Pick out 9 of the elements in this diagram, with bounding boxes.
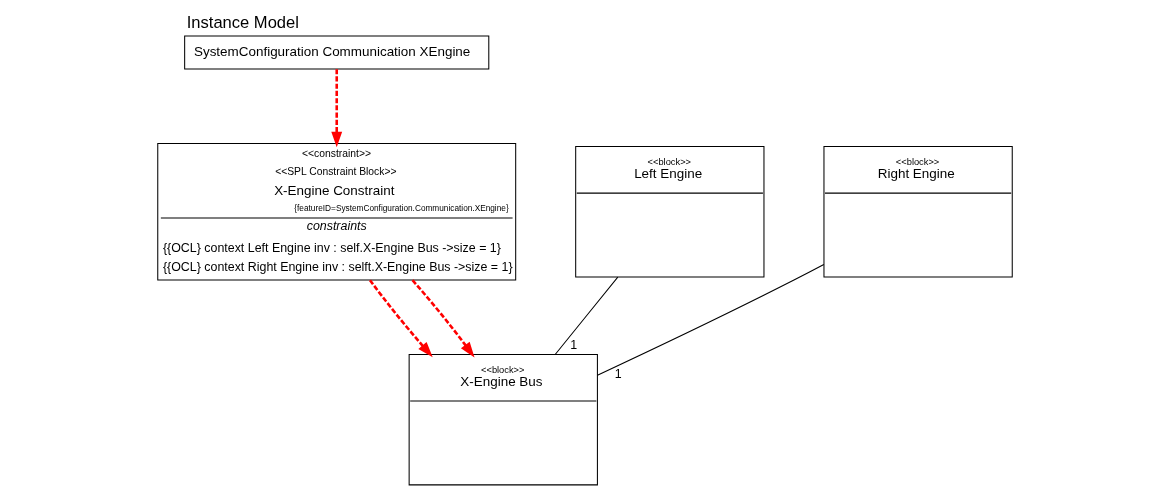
- edge-label: 1: [614, 366, 622, 381]
- node-box: SystemConfiguration Communication XEngine: [184, 34, 490, 69]
- arrow: [331, 68, 343, 147]
- connector: [596, 263, 825, 376]
- arrow: [411, 278, 475, 357]
- node-label: Instance Model: [186, 12, 299, 32]
- edge-label: 1: [570, 337, 578, 352]
- connector: [554, 276, 619, 355]
- arrow: [368, 278, 433, 357]
